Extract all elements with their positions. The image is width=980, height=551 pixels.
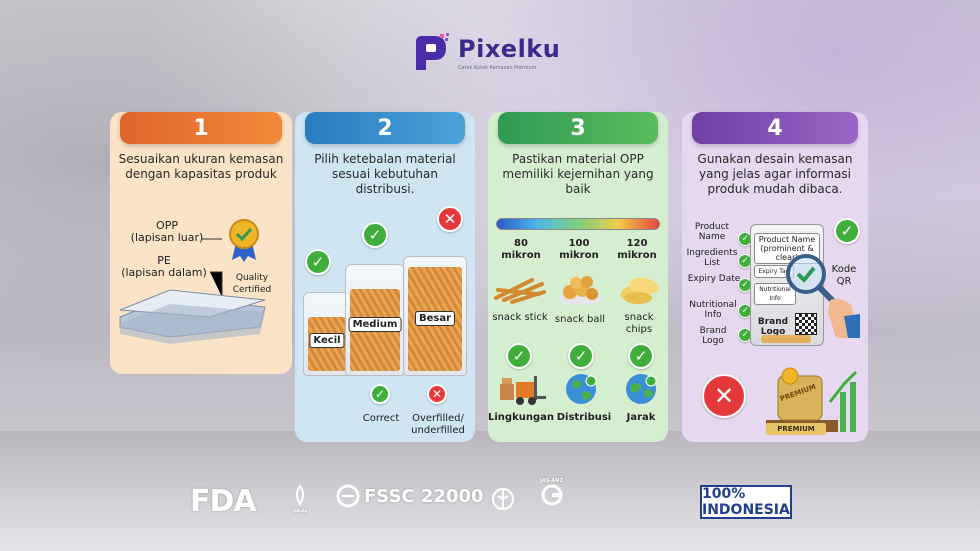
snack-label: snack stick <box>492 312 548 323</box>
factor-label: Lingkungan <box>488 412 554 423</box>
pack-brand: Brand Logo <box>757 317 789 337</box>
step-number: 1 <box>120 112 282 144</box>
check-icon: ✓ <box>370 384 390 404</box>
cross-icon: ✕ <box>437 206 463 232</box>
bag-small: Kecil <box>303 292 351 376</box>
check-icon: ✓ <box>305 249 331 275</box>
bag-medium-label: Medium <box>348 317 402 332</box>
pixelku-logo-icon <box>410 32 452 74</box>
brand-name: Pixelku <box>458 35 561 63</box>
cross-icon: ✕ <box>702 374 746 418</box>
callout-label: Brand Logo <box>699 326 727 346</box>
pack-expiry: Expiry Tag <box>754 265 794 278</box>
callout-label: Product Name <box>694 222 730 242</box>
callout-label: Expiry Date <box>687 274 741 284</box>
bag-medium: Medium <box>345 264 405 376</box>
thickness-unit: mikron <box>617 250 657 261</box>
jas-anz-logo: JAS-ANZ <box>540 478 563 506</box>
wrong-label: Overfilled/ underfilled <box>411 413 465 436</box>
correct-label: Correct <box>362 413 400 424</box>
premium-base-label: PREMIUM <box>766 423 826 435</box>
callout-label: Ingredients List <box>686 248 738 268</box>
step-card-4: 4 Gunakan desain kemasan yang jelas agar… <box>682 112 868 442</box>
thickness-unit: mikron <box>501 250 541 261</box>
check-icon: ✓ <box>362 222 388 248</box>
bag-large-label: Besar <box>414 311 456 326</box>
opp-sub: (lapisan luar) <box>130 231 204 244</box>
check-icon: ✓ <box>834 218 860 244</box>
distance-globe-icon <box>624 372 658 410</box>
pe-label: PE <box>157 254 171 267</box>
brand-tagline: Cetak Kotak Kemasan Premium <box>458 65 537 71</box>
thickness-value: 80 <box>514 238 528 249</box>
thickness-value: 120 <box>626 238 648 249</box>
factor-label: Jarak <box>626 412 656 423</box>
factor-label: Distribusi <box>556 412 612 423</box>
step-number: 4 <box>692 112 858 144</box>
bag-large: Besar <box>403 256 467 376</box>
clarity-gauge <box>496 218 660 230</box>
indonesia-logo: 100% INDONESIA <box>700 485 792 519</box>
pack-nutrition: Nutritional Info <box>754 283 796 305</box>
step-card-2: 2 Pilih ketebalan material sesuai kebutu… <box>295 112 475 442</box>
globe-icon <box>564 372 598 410</box>
check-icon: ✓ <box>628 343 654 369</box>
fssc-logo: FSSC 22000 <box>336 484 484 508</box>
step-number: 3 <box>498 112 658 144</box>
opp-label: OPP <box>156 219 178 232</box>
step-card-3: 3 Pastikan material OPP memiliki kejerni… <box>488 112 668 442</box>
callout-label: Nutritional Info <box>689 300 737 320</box>
step-title: Gunakan desain kemasan yang jelas agar i… <box>697 152 853 196</box>
snack-stick-icon <box>492 274 548 308</box>
thickness-value: 100 <box>568 238 590 249</box>
halal-logo: HALAL <box>290 484 310 513</box>
step-number: 2 <box>305 112 465 144</box>
snack-label: snack ball <box>554 314 606 325</box>
quality-badge-icon <box>228 218 260 262</box>
step-title: Sesuaikan ukuran kemasan dengan kapasita… <box>118 152 284 181</box>
product-pack: Product Name (prominent & clear) Expiry … <box>750 224 824 346</box>
snack-ball-icon <box>556 270 604 310</box>
bag-small-label: Kecil <box>309 333 345 348</box>
step-card-1: 1 Sesuaikan ukuran kemasan dengan kapasi… <box>110 112 292 374</box>
check-icon: ✓ <box>738 278 752 292</box>
thickness-unit: mikron <box>559 250 599 261</box>
layer-lines <box>110 112 292 374</box>
cross-icon: ✕ <box>427 384 447 404</box>
forklift-icon <box>498 374 548 410</box>
qr-code-icon <box>795 313 817 335</box>
pe-sub: (lapisan dalam) <box>121 266 207 279</box>
check-icon: ✓ <box>568 343 594 369</box>
magnifier-icon <box>782 250 862 344</box>
check-icon: ✓ <box>506 343 532 369</box>
snack-label: snack chips <box>624 312 654 335</box>
qr-label: Kode QR <box>831 264 857 287</box>
floor <box>0 431 980 551</box>
step-title: Pilih ketebalan material sesuai kebutuha… <box>314 152 456 196</box>
fda-logo: FDA <box>190 484 257 519</box>
quality-label: Quality Certified <box>232 273 272 295</box>
snack-chips-icon <box>618 270 662 310</box>
kemenkes-logo <box>492 484 514 514</box>
step-title: Pastikan material OPP memiliki kejerniha… <box>502 152 654 196</box>
brand-logo: Pixelku Cetak Kotak Kemasan Premium <box>410 32 560 74</box>
